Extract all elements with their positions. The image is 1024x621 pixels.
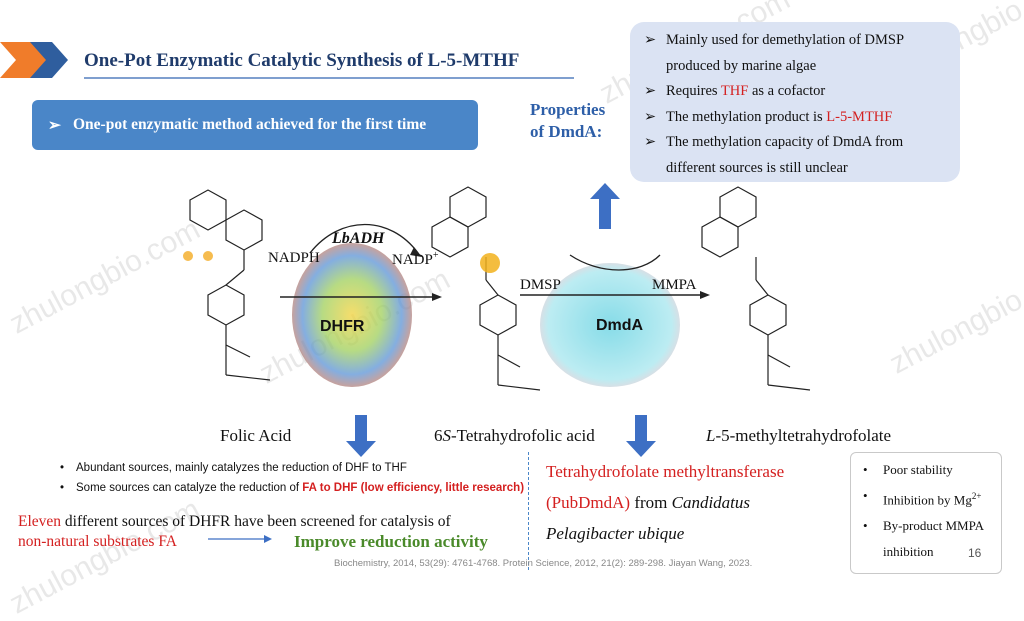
folic-acid-label: Folic Acid — [220, 426, 292, 445]
properties-label: Properties of DmdA: — [530, 99, 605, 143]
nadp-charge: + — [432, 250, 439, 261]
mthf-structure — [701, 186, 811, 391]
screening-highlight: non-natural substrates FA — [18, 533, 177, 550]
screening-text: Eleven different sources of DHFR have be… — [18, 512, 451, 552]
arrow-bullet-icon: ➢ — [644, 83, 657, 99]
note-item: Some sources can catalyze the reduction … — [60, 478, 524, 498]
property-text: The methylation capacity of DmdA from di… — [666, 134, 904, 176]
watermark: zhulongbio.com — [884, 252, 1024, 381]
slide-title: One-Pot Enzymatic Catalytic Synthesis of… — [84, 50, 520, 71]
limitation-text: Inhibition by Mg — [883, 492, 972, 508]
mthf-label: L-5-methyltetrahydrofolate — [706, 426, 891, 446]
thf-label-s: S — [442, 426, 452, 445]
dhfr-label: DHFR — [320, 318, 365, 335]
property-text: Mainly used for demethylation of DMSP pr… — [666, 32, 904, 74]
screening-highlight: Eleven — [18, 513, 62, 530]
limitations-box: Poor stability Inhibition by Mg2+ By-pro… — [850, 452, 1002, 574]
arrow-bullet-icon: ➢ — [48, 116, 61, 134]
mthf-label-prefix: L — [706, 426, 716, 445]
property-highlight: THF — [720, 83, 749, 99]
property-text: as a cofactor — [748, 83, 826, 99]
mthf-label-rest: -5-methyltetrahydrofolate — [715, 426, 892, 445]
property-text: The methylation product is — [666, 108, 827, 125]
pubdmda-text: Tetrahydrofolate methyltransferase (PubD… — [546, 456, 836, 549]
lbadh-label: LbADH — [332, 230, 385, 247]
folic-acid-structure — [189, 189, 271, 381]
note-text: Some sources can catalyze the reduction … — [76, 482, 303, 494]
pubdmda-from: from — [630, 493, 672, 512]
right-arrow-icon — [208, 535, 272, 543]
properties-label-line1: Properties — [530, 100, 606, 119]
note-item: Abundant sources, mainly catalyzes the r… — [60, 458, 524, 478]
property-highlight: L-5-MTHF — [826, 108, 893, 125]
dmda-label: DmdA — [596, 317, 644, 334]
c8-highlight — [203, 251, 213, 261]
dmda-structure — [540, 263, 680, 387]
down-arrow-icon — [626, 415, 656, 457]
nadp-text: NADP — [392, 252, 433, 268]
nadph-label: NADPH — [268, 250, 320, 266]
thf-label: 6S-Tetrahydrofolic acid — [434, 426, 595, 446]
pubdmda-highlight: Tetrahydrofolate methyltransferase (PubD… — [546, 462, 785, 512]
c7-highlight — [183, 251, 193, 261]
arrow-bullet-icon: ➢ — [644, 108, 657, 125]
properties-box: ➢ Mainly used for demethylation of DMSP p… — [630, 22, 960, 182]
banner-text: One-pot enzymatic method achieved for th… — [73, 116, 427, 133]
c6-highlight — [480, 253, 500, 273]
mg-charge: 2+ — [971, 491, 982, 501]
limitation-item: Poor stability — [851, 457, 1001, 483]
property-item: ➢ Mainly used for demethylation of DMSP p… — [644, 28, 950, 79]
dhfr-structure — [292, 243, 412, 387]
property-text: Requires — [666, 83, 721, 99]
property-item: ➢ The methylation capacity of DmdA from d… — [644, 130, 950, 181]
nadp-label: NADP+ — [392, 250, 438, 269]
screening-text-line1: different sources of DHFR have been scre… — [61, 513, 451, 530]
improve-text: Improve reduction activity — [294, 532, 488, 551]
up-arrow-icon — [590, 183, 620, 229]
note-highlight: FA to DHF (low efficiency, little resear… — [302, 482, 525, 494]
limitation-item: Inhibition by Mg2+ — [851, 483, 1001, 513]
thf-label-prefix: 6 — [434, 426, 443, 445]
dmsp-label: DMSP — [520, 277, 561, 293]
arrow-bullet-icon: ➢ — [644, 134, 657, 150]
title-underline — [84, 77, 574, 79]
dashed-divider — [528, 452, 529, 570]
limitation-item: By-product MMPA inhibition — [851, 513, 1001, 565]
properties-label-line2: of DmdA: — [530, 122, 603, 141]
dhfr-notes: Abundant sources, mainly catalyzes the r… — [60, 458, 524, 498]
thf-label-rest: -Tetrahydrofolic acid — [451, 426, 595, 445]
down-arrow-icon — [346, 415, 376, 457]
property-item: ➢ Requires THF as a cofactor — [644, 79, 950, 105]
chevron-arrow-icon — [0, 42, 68, 78]
property-item: ➢ The methylation product is L-5-MTHF — [644, 105, 950, 131]
pubdmda-organism: Candidatus Pelagibacter ubique — [546, 493, 751, 543]
citation: Biochemistry, 2014, 53(29): 4761-4768. P… — [334, 558, 753, 569]
page-number: 16 — [968, 546, 982, 560]
highlight-banner: ➢ One-pot enzymatic method achieved for … — [32, 100, 478, 150]
arrow-bullet-icon: ➢ — [644, 32, 657, 48]
mmpa-label: MMPA — [652, 277, 697, 293]
reaction-scheme — [183, 186, 811, 391]
